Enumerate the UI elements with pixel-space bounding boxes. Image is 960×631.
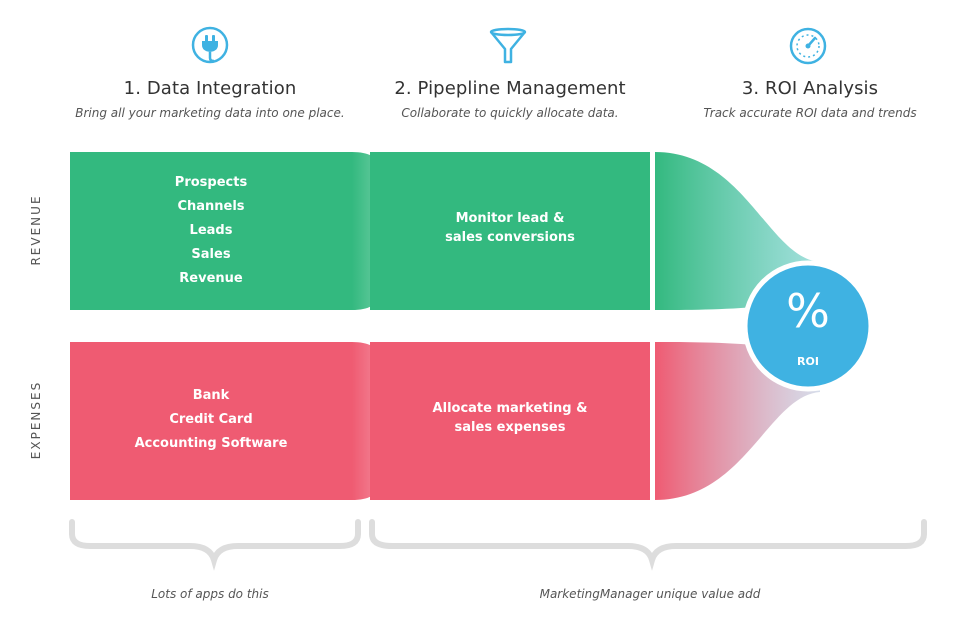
revenue-source-box	[70, 152, 352, 310]
column-subtitle: Collaborate to quickly allocate data.	[401, 106, 619, 120]
note-left: Lots of apps do this	[151, 587, 269, 601]
list-item: Revenue	[179, 271, 243, 286]
gauge-icon	[788, 25, 828, 65]
revenue-sources-list: Prospects Channels Leads Sales Revenue	[70, 171, 352, 291]
revenue-pipeline-box	[370, 152, 650, 310]
plug-icon	[190, 25, 230, 65]
column-title: 2. Pipepline Management	[394, 78, 626, 99]
list-item: Leads	[189, 223, 233, 238]
text-line: Allocate marketing &	[432, 401, 588, 416]
expenses-source-box	[70, 342, 352, 500]
percent-icon: %	[786, 284, 830, 338]
expenses-pipeline-box	[370, 342, 650, 500]
list-item: Credit Card	[169, 412, 253, 427]
expenses-sources-list: Bank Credit Card Accounting Software	[70, 384, 352, 456]
expenses-pipeline-text: Allocate marketing & sales expenses	[370, 399, 650, 437]
right-brace	[369, 519, 927, 571]
list-item: Accounting Software	[134, 436, 288, 451]
left-brace	[69, 519, 361, 571]
revenue-pipeline-text: Monitor lead & sales conversions	[370, 209, 650, 247]
text-line: sales conversions	[445, 230, 575, 245]
list-item: Prospects	[174, 175, 248, 190]
note-right: MarketingManager unique value add	[539, 587, 761, 601]
row-label-revenue: REVENUE	[29, 194, 43, 266]
column-subtitle: Track accurate ROI data and trends	[703, 106, 917, 120]
text-line: sales expenses	[454, 420, 566, 435]
list-item: Channels	[177, 199, 245, 214]
text-line: Monitor lead &	[455, 211, 565, 226]
row-label-expenses: EXPENSES	[29, 380, 43, 460]
column-title: 1. Data Integration	[123, 78, 297, 99]
list-item: Bank	[192, 388, 230, 403]
column-title: 3. ROI Analysis	[741, 78, 879, 99]
roi-label: ROI	[797, 355, 819, 368]
column-subtitle: Bring all your marketing data into one p…	[75, 106, 345, 120]
funnel-icon	[488, 25, 528, 65]
list-item: Sales	[191, 247, 231, 262]
roi-circle	[742, 260, 874, 392]
